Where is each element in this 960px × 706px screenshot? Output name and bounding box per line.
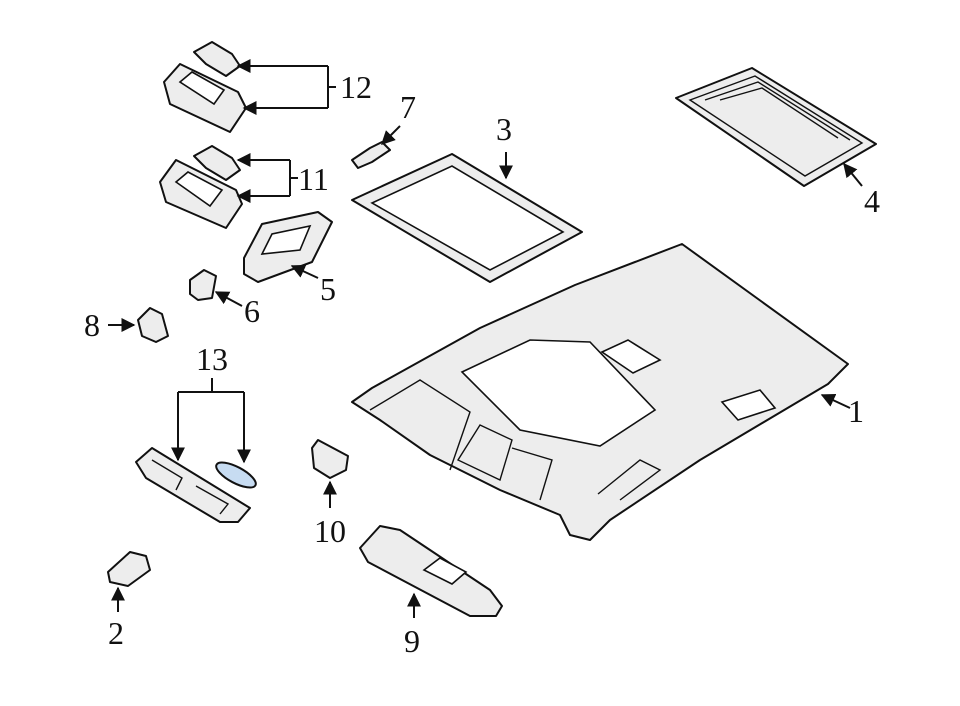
console-part-13[interactable]: [135, 447, 259, 523]
sun-visor-part-9[interactable]: [359, 525, 503, 617]
callout-1: 1: [848, 393, 864, 429]
callout-9: 9: [404, 623, 420, 659]
callout-6: 6: [244, 293, 260, 329]
headliner-part-1[interactable]: [351, 243, 849, 541]
lamp-assembly-part-11[interactable]: [159, 145, 243, 229]
clip-part-8[interactable]: [137, 307, 169, 343]
callout-12: 12: [340, 69, 372, 105]
bracket-part-7[interactable]: [351, 141, 391, 169]
leader-lines: [108, 59, 863, 618]
sunroof-panel-part-4[interactable]: [675, 67, 877, 187]
lamp-assembly-part-12[interactable]: [163, 41, 247, 133]
callout-2: 2: [108, 615, 124, 651]
callout-11: 11: [298, 161, 329, 197]
callout-13: 13: [196, 341, 228, 377]
switch-part-2[interactable]: [107, 551, 151, 587]
hook-part-10[interactable]: [311, 439, 349, 479]
callout-10: 10: [314, 513, 346, 549]
callout-3: 3: [496, 111, 512, 147]
sunroof-frame-part-3[interactable]: [351, 153, 583, 283]
callout-4: 4: [864, 183, 880, 219]
callout-5: 5: [320, 271, 336, 307]
lens-highlight[interactable]: [213, 458, 259, 493]
callout-8: 8: [84, 307, 100, 343]
callout-7: 7: [400, 89, 416, 125]
callout-numbers: 1 2 3 4 5 6 7 8 9 10 11 12 13: [84, 69, 880, 659]
grab-handle-part-5[interactable]: [243, 211, 333, 283]
cap-part-6[interactable]: [189, 269, 217, 301]
